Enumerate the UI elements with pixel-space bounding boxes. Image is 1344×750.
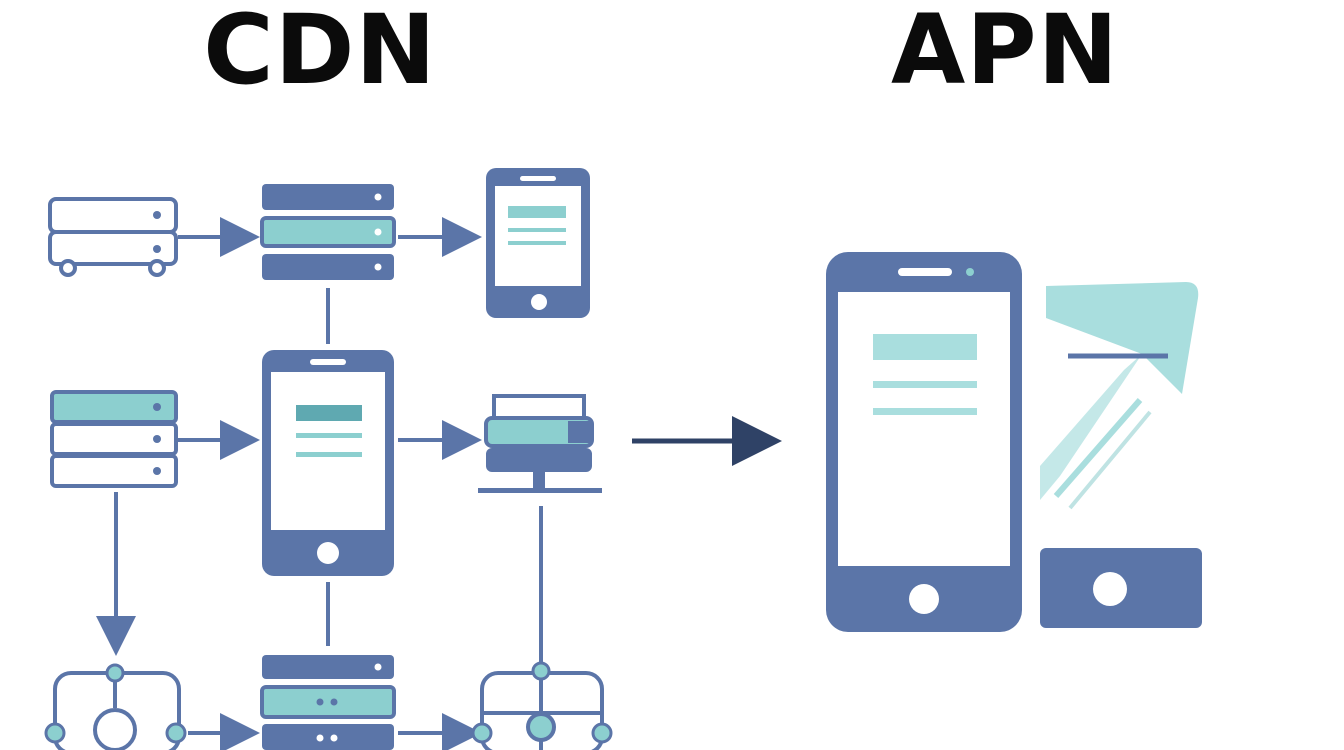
origin-server-icon: [48, 197, 178, 277]
mobile-phone-icon: [486, 168, 590, 318]
network-hub-icon: [44, 663, 187, 750]
server-rack-icon: [50, 390, 178, 488]
server-stack-icon: [260, 655, 396, 750]
desktop-terminal-icon: [478, 394, 602, 493]
server-stack-icon: [260, 184, 396, 280]
mobile-phone-icon: [826, 252, 1022, 632]
apn-title: APN: [891, 0, 1119, 106]
mobile-phone-icon: [262, 350, 394, 576]
cdn-title: CDN: [203, 0, 437, 106]
device-card-icon: [1040, 548, 1202, 628]
push-notification-icon: [1040, 282, 1199, 510]
network-hub-icon: [471, 661, 613, 750]
